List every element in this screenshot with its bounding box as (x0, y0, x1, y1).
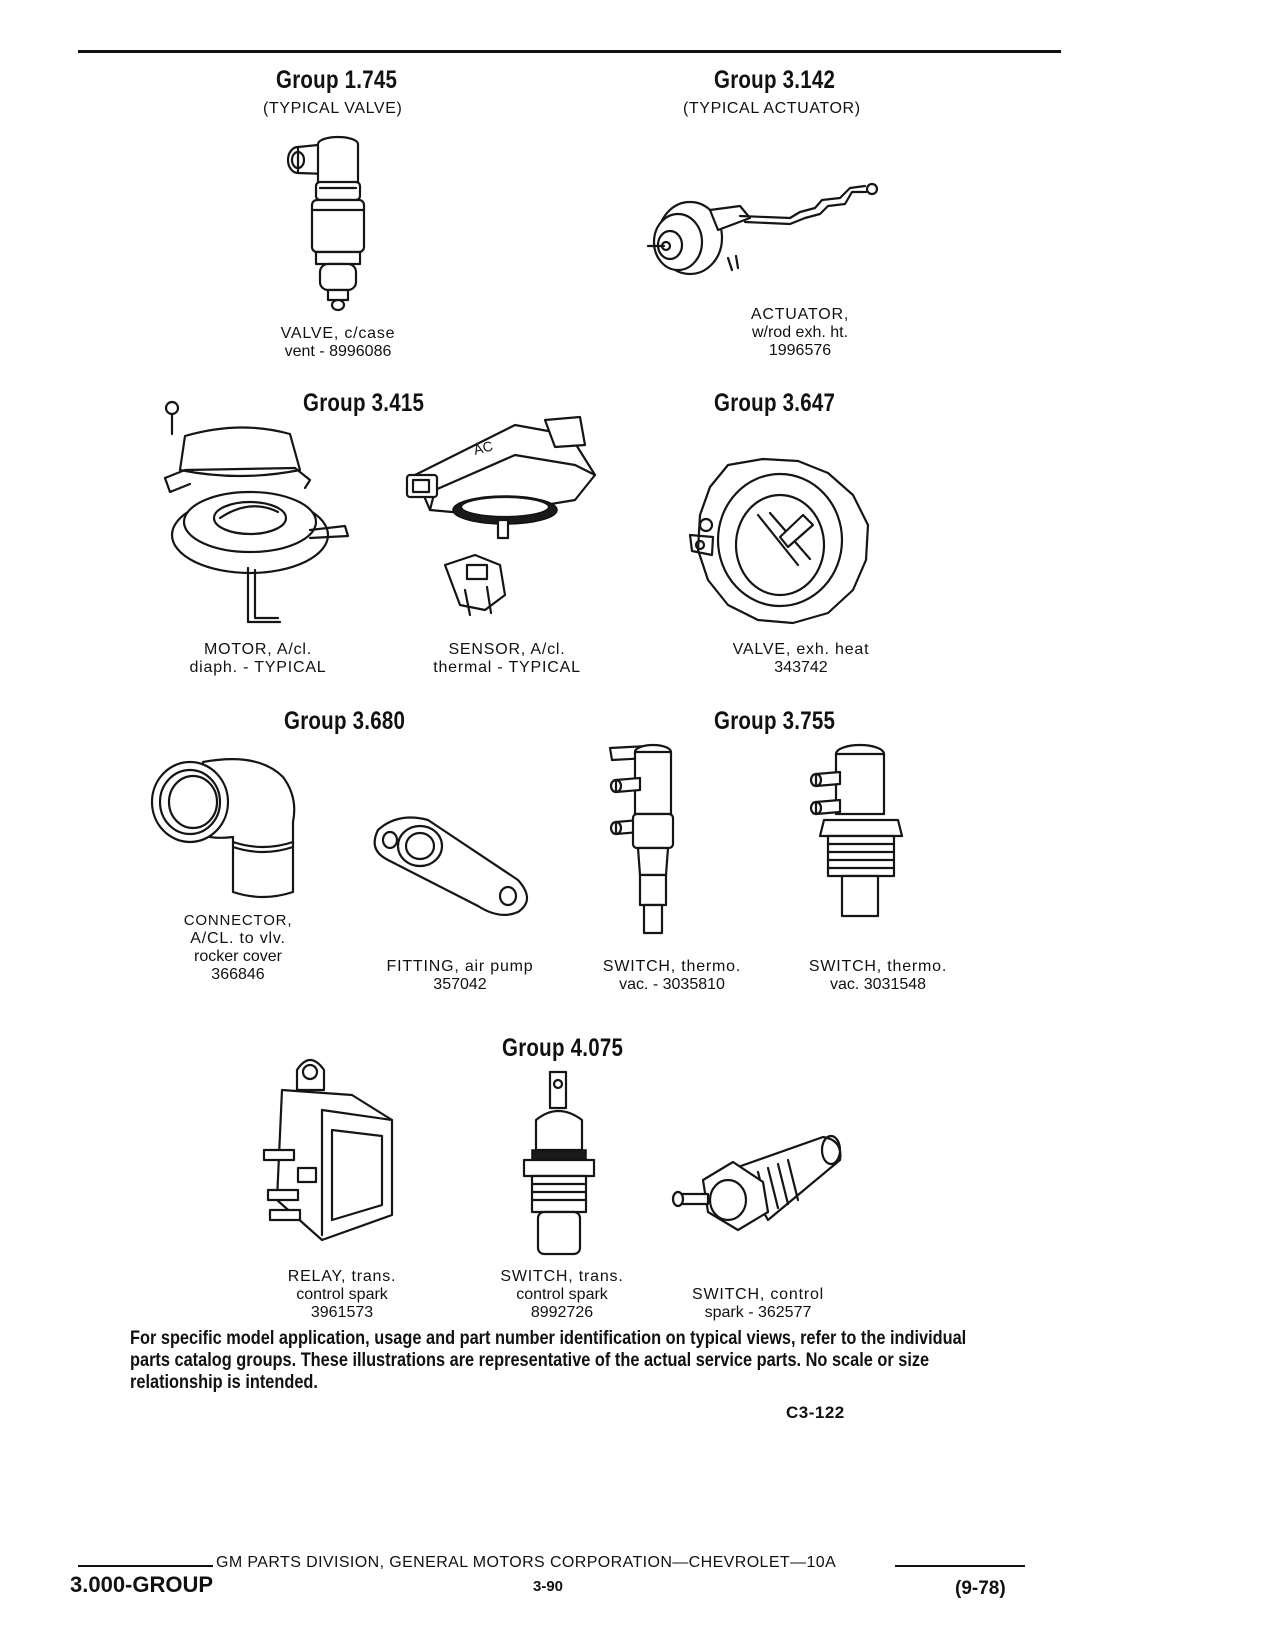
group-title-3415: Group 3.415 (303, 389, 425, 417)
switch-thermo-vac-1-illustration (608, 740, 708, 940)
group-title-3142: Group 3.142 (714, 66, 836, 94)
group-subtitle-1745: (TYPICAL VALVE) (263, 100, 403, 117)
footer-page-number: 3-90 (533, 1578, 564, 1595)
caption-connector: CONNECTOR, A/CL. to vlv. rocker cover 36… (183, 912, 293, 983)
fitting-air-pump-illustration (368, 810, 538, 920)
footer-rule-left (78, 1565, 213, 1567)
caption-switch-trans: SWITCH, trans. control spark 8992726 (500, 1268, 624, 1321)
motor-diaphragm-illustration (160, 400, 360, 630)
caption-actuator: ACTUATOR, w/rod exh. ht. 1996576 (750, 306, 850, 359)
caption-switch-thermo-1: SWITCH, thermo. vac. - 3035810 (602, 958, 742, 993)
actuator-illustration (640, 170, 910, 295)
group-subtitle-3142: (TYPICAL ACTUATOR) (683, 100, 861, 117)
group-title-4075: Group 4.075 (502, 1034, 624, 1062)
caption-switch-thermo-2: SWITCH, thermo. vac. 3031548 (808, 958, 948, 993)
valve-case-vent-illustration (280, 130, 390, 315)
switch-thermo-vac-2-illustration (812, 742, 912, 932)
group-title-3647: Group 3.647 (714, 389, 836, 417)
caption-relay: RELAY, trans. control spark 3961573 (287, 1268, 397, 1321)
caption-sensor: SENSOR, A/cl. thermal - TYPICAL (433, 641, 581, 676)
caption-motor: MOTOR, A/cl. diaph. - TYPICAL (189, 641, 327, 676)
caption-switch-control: SWITCH, control spark - 362577 (691, 1286, 824, 1321)
valve-exh-heat-illustration (688, 455, 878, 625)
caption-valve-exh-heat: VALVE, exh. heat 343742 (732, 641, 870, 676)
footnote-disclaimer: For specific model application, usage an… (130, 1328, 967, 1393)
caption-valve-case-vent: VALVE, c/case vent - 8996086 (280, 325, 396, 360)
footer-date: (9-78) (955, 1578, 1006, 1599)
switch-control-spark-illustration (668, 1132, 848, 1242)
footer-section: 3.000-GROUP (70, 1572, 214, 1597)
group-title-1745: Group 1.745 (276, 66, 398, 94)
sensor-thermal-illustration: AC (405, 415, 605, 630)
top-rule (78, 50, 1061, 53)
group-title-3680: Group 3.680 (284, 707, 406, 735)
switch-trans-control-spark-illustration (514, 1070, 604, 1260)
caption-fitting: FITTING, air pump 357042 (386, 958, 534, 993)
footer-publisher: GM PARTS DIVISION, GENERAL MOTORS CORPOR… (216, 1554, 837, 1571)
footer-rule-right (895, 1565, 1025, 1567)
relay-illustration (262, 1050, 402, 1250)
figure-code: C3-122 (786, 1403, 845, 1422)
connector-illustration (148, 752, 308, 902)
group-title-3755: Group 3.755 (714, 707, 836, 735)
svg-text:AC: AC (472, 437, 495, 457)
